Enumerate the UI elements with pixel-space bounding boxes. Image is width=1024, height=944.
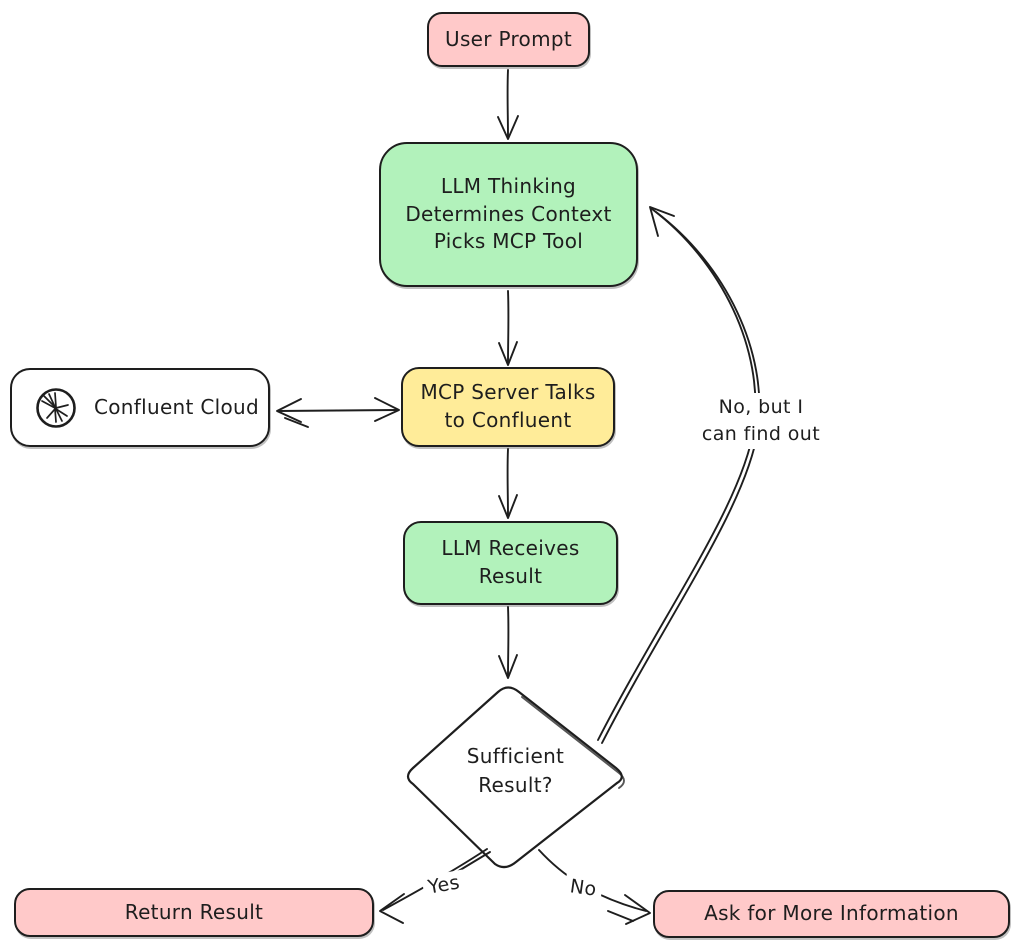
arrow-user-to-llm xyxy=(497,69,519,140)
node-confluent-cloud: Confluent Cloud xyxy=(10,368,270,447)
arrow-receives-to-diamond xyxy=(498,606,518,679)
node-mcp-server-label: MCP Server Talks to Confluent xyxy=(420,380,596,432)
node-llm-receives-label: LLM Receives Result xyxy=(441,536,580,588)
node-sufficient-result-label: Sufficient Result? xyxy=(466,744,565,797)
edge-label-loop: No, but I can find out xyxy=(686,393,836,449)
node-return-result-label: Return Result xyxy=(124,899,264,924)
node-return-result: Return Result xyxy=(14,888,374,937)
node-llm-receives: LLM Receives Result xyxy=(403,521,618,605)
node-llm-thinking: LLM Thinking Determines Context Picks MC… xyxy=(379,142,638,287)
node-confluent-cloud-label: Confluent Cloud xyxy=(94,394,259,419)
arrow-llm-to-mcp xyxy=(498,290,518,366)
node-ask-more-information-label: Ask for More Information xyxy=(704,901,959,926)
node-llm-thinking-label: LLM Thinking Determines Context Picks MC… xyxy=(405,174,612,254)
edge-label-no: No xyxy=(563,873,604,903)
diamond-sufficient-result-shape xyxy=(406,686,623,869)
arrow-mcp-confluent-bidirectional xyxy=(276,397,400,428)
node-mcp-server: MCP Server Talks to Confluent xyxy=(401,367,615,447)
arrow-loop-to-llm xyxy=(597,206,761,744)
confluent-logo-icon xyxy=(34,386,78,430)
node-ask-more-information: Ask for More Information xyxy=(653,890,1010,938)
arrow-mcp-to-receives xyxy=(498,448,518,519)
node-user-prompt: User Prompt xyxy=(427,12,590,67)
node-user-prompt-label: User Prompt xyxy=(445,26,572,51)
